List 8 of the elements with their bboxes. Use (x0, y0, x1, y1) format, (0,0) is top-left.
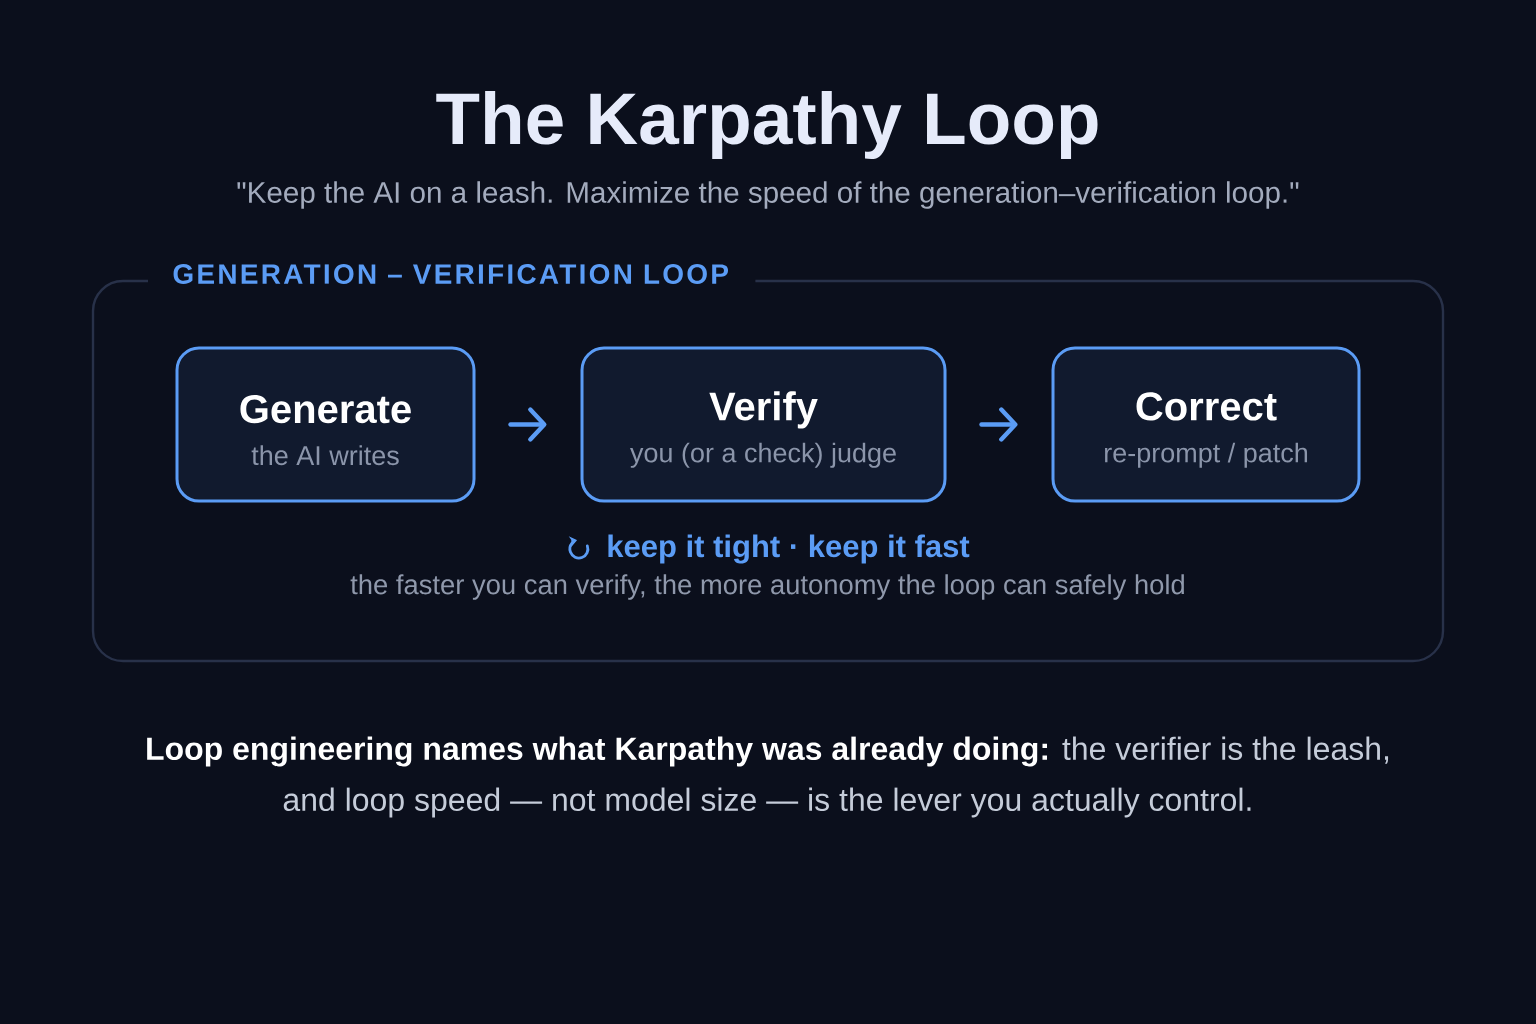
note-text: the faster you can verify, the more autonomy the loop can safely hold (350, 574, 1184, 600)
tagline: keep it tight · keep it fast (608, 534, 970, 564)
summary-text: Loop engineering names what Karpathy was already doing: the verifier is the leash, and loop speed — not model size — is the lever you actually control. (147, 736, 1389, 818)
step-box: Correct re-prompt / patch (1051, 346, 1361, 503)
step-box: Generate the AI writes (175, 346, 476, 503)
step-box: Verify you (or a check) judge (580, 346, 947, 503)
subtitle: "Keep the AI on a leash. Maximize the speed of the generation–verification loop." (237, 181, 1299, 209)
title: The Karpathy Loop (436, 91, 1098, 160)
